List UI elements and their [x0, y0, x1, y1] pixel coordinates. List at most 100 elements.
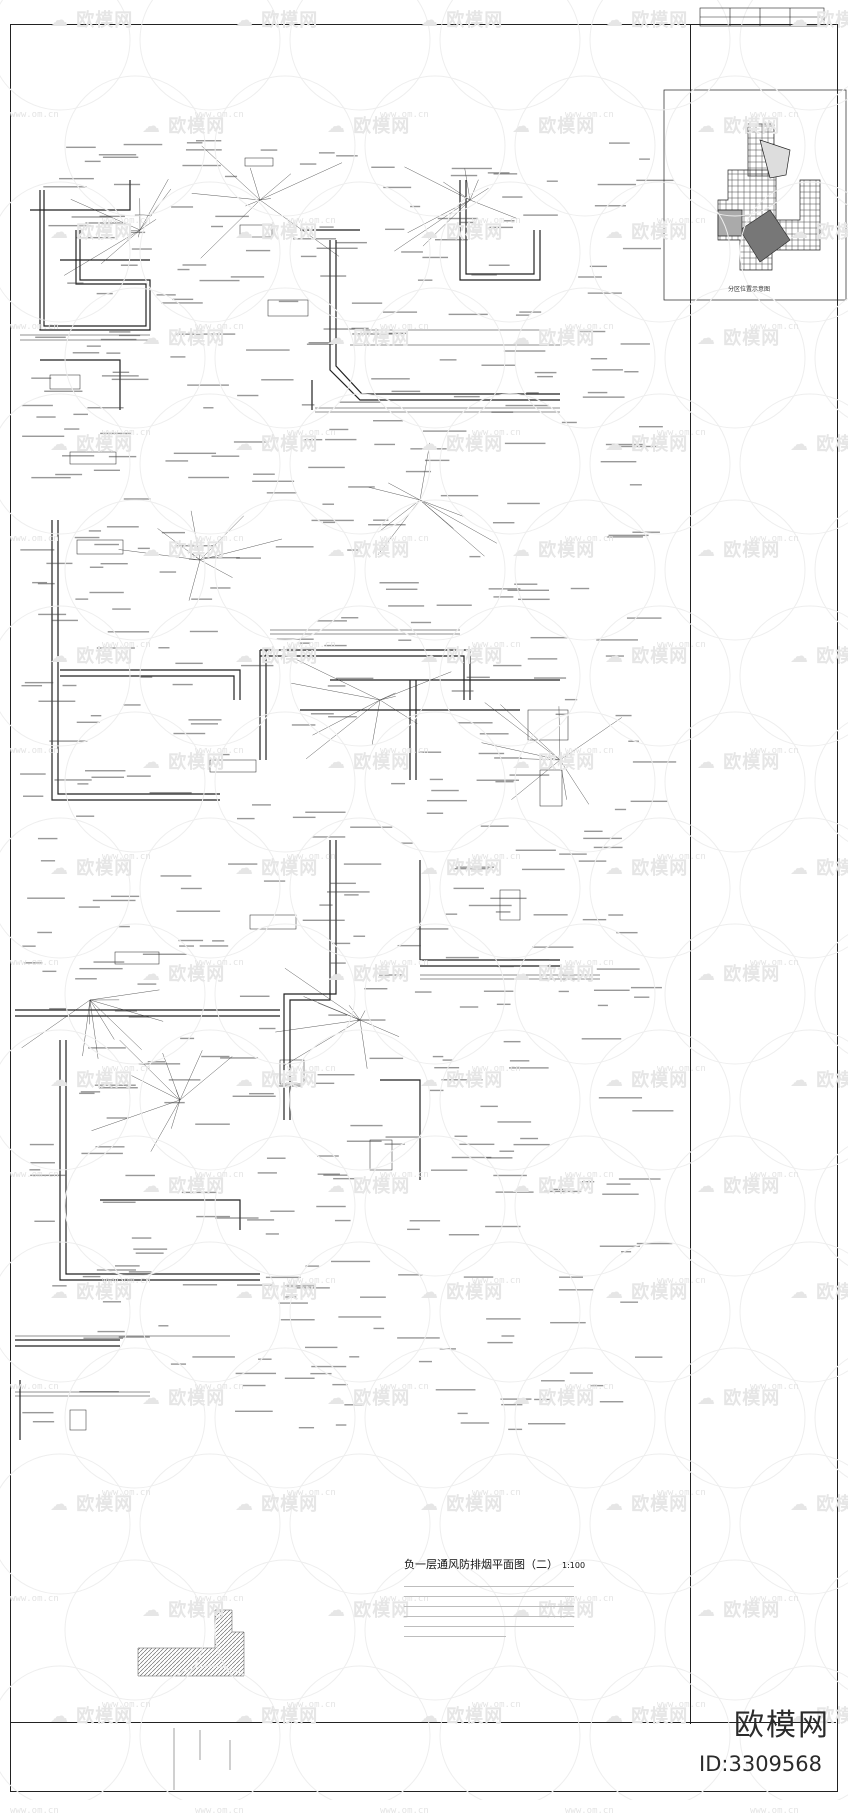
annotation-text [609, 535, 649, 536]
note-line [404, 1598, 574, 1607]
annotation-text [158, 647, 169, 648]
watermark-arc [365, 924, 505, 1064]
duct-system-mid [284, 840, 560, 1180]
annotation-text [516, 314, 530, 315]
annotation-text [22, 945, 35, 946]
watermark-arc [0, 1030, 130, 1170]
annotation-text [469, 556, 480, 557]
annotation-text [210, 587, 230, 588]
watermark-logo: ☁ 欧模网 [142, 112, 225, 138]
watermark-logo: ☁ 欧模网 [327, 1384, 410, 1410]
annotation-text [35, 337, 66, 338]
annotation-text [368, 524, 406, 525]
watermark-arc [665, 500, 805, 640]
watermark-logo: ☁ 欧模网 [697, 536, 780, 562]
annotation-text [90, 567, 103, 568]
watermark-arc [440, 1030, 580, 1170]
watermark-arc [440, 1666, 580, 1800]
annotation-text [281, 1319, 315, 1320]
watermark-arc [740, 1242, 848, 1382]
annotation-text [75, 537, 100, 538]
annotation-text [336, 678, 373, 679]
annotation-text [225, 176, 237, 177]
annotation-text [507, 590, 549, 591]
annotation-text [27, 897, 65, 898]
annotation-text [178, 940, 203, 941]
watermark-arc [290, 394, 430, 534]
annotation-text [609, 142, 630, 143]
watermark-logo: ☁ 欧模网 [420, 218, 503, 244]
annotation-text [516, 850, 556, 851]
annotation-text [75, 978, 97, 979]
annotation-text [494, 173, 518, 174]
annotation-text [431, 1169, 467, 1170]
annotation-text [261, 149, 278, 150]
annotation-text [112, 608, 131, 609]
watermark-arc [515, 1348, 655, 1488]
annotation-text [183, 1284, 217, 1285]
watermark-arc [665, 712, 805, 852]
annotation-text [526, 392, 539, 393]
drawing-title-text: 负一层通风防排烟平面图（二） [404, 1558, 558, 1571]
annotation-text [608, 914, 623, 915]
leader-line [372, 700, 380, 745]
annotation-text [25, 682, 53, 683]
watermark-url: www.om.cn [750, 1806, 799, 1816]
watermark-logo: ☁ 欧模网 [790, 1490, 848, 1516]
annotation-text [103, 157, 138, 158]
watermark-arc [140, 1242, 280, 1382]
watermark-logo: ☁ 欧模网 [142, 748, 225, 774]
watermark-logo: ☁ 欧模网 [790, 854, 848, 880]
annotation-text [600, 1401, 623, 1402]
annotation-text [344, 894, 358, 895]
annotation-text [353, 936, 365, 937]
annotation-text [401, 251, 423, 252]
annotation-text [267, 1158, 286, 1159]
watermark-arc [440, 394, 580, 534]
annotation-text [570, 1372, 593, 1373]
annotation-text [392, 391, 421, 392]
watermark-arc [515, 500, 655, 640]
annotation-text [348, 486, 375, 487]
annotation-text [249, 1093, 274, 1094]
watermark-logo: ☁ 欧模网 [697, 960, 780, 986]
annotation-text [349, 1356, 359, 1357]
watermark-logo: ☁ 欧模网 [605, 430, 688, 456]
annotation-text [258, 1358, 272, 1359]
annotation-text [486, 1318, 521, 1319]
annotation-text [559, 991, 569, 992]
watermark-logo: ☁ 欧模网 [50, 6, 133, 32]
watermark-arc [290, 1666, 430, 1800]
annotation-text [316, 1206, 345, 1207]
annotation-text [383, 311, 417, 312]
leader-line [180, 1056, 232, 1100]
annotation-text [411, 622, 431, 623]
annotation-text [446, 957, 479, 958]
annotation-text [302, 404, 315, 405]
leader-line [420, 500, 453, 528]
watermark-arc [365, 500, 505, 640]
annotation-text [119, 335, 140, 336]
annotation-text [427, 813, 443, 814]
annotation-text [477, 780, 519, 781]
annotation-text [195, 1123, 230, 1124]
annotation-text [123, 704, 141, 705]
annotation-text [21, 685, 42, 686]
annotation-text [243, 1385, 266, 1386]
watermark-logo: ☁ 欧模网 [235, 1066, 318, 1092]
annotation-text [449, 1234, 479, 1235]
annotation-text [380, 582, 419, 583]
watermark-logo: ☁ 欧模网 [512, 748, 595, 774]
annotation-text [237, 818, 255, 819]
annotation-text [31, 477, 70, 478]
annotation-text [350, 827, 392, 828]
annotation-text [328, 1014, 347, 1015]
watermark-logo: ☁ 欧模网 [420, 1490, 503, 1516]
annotation-text [601, 461, 637, 462]
annotation-text [31, 377, 51, 378]
watermark-logo: ☁ 欧模网 [420, 1278, 503, 1304]
annotation-text [293, 817, 316, 818]
annotation-text [598, 184, 636, 185]
annotation-text [171, 206, 193, 207]
